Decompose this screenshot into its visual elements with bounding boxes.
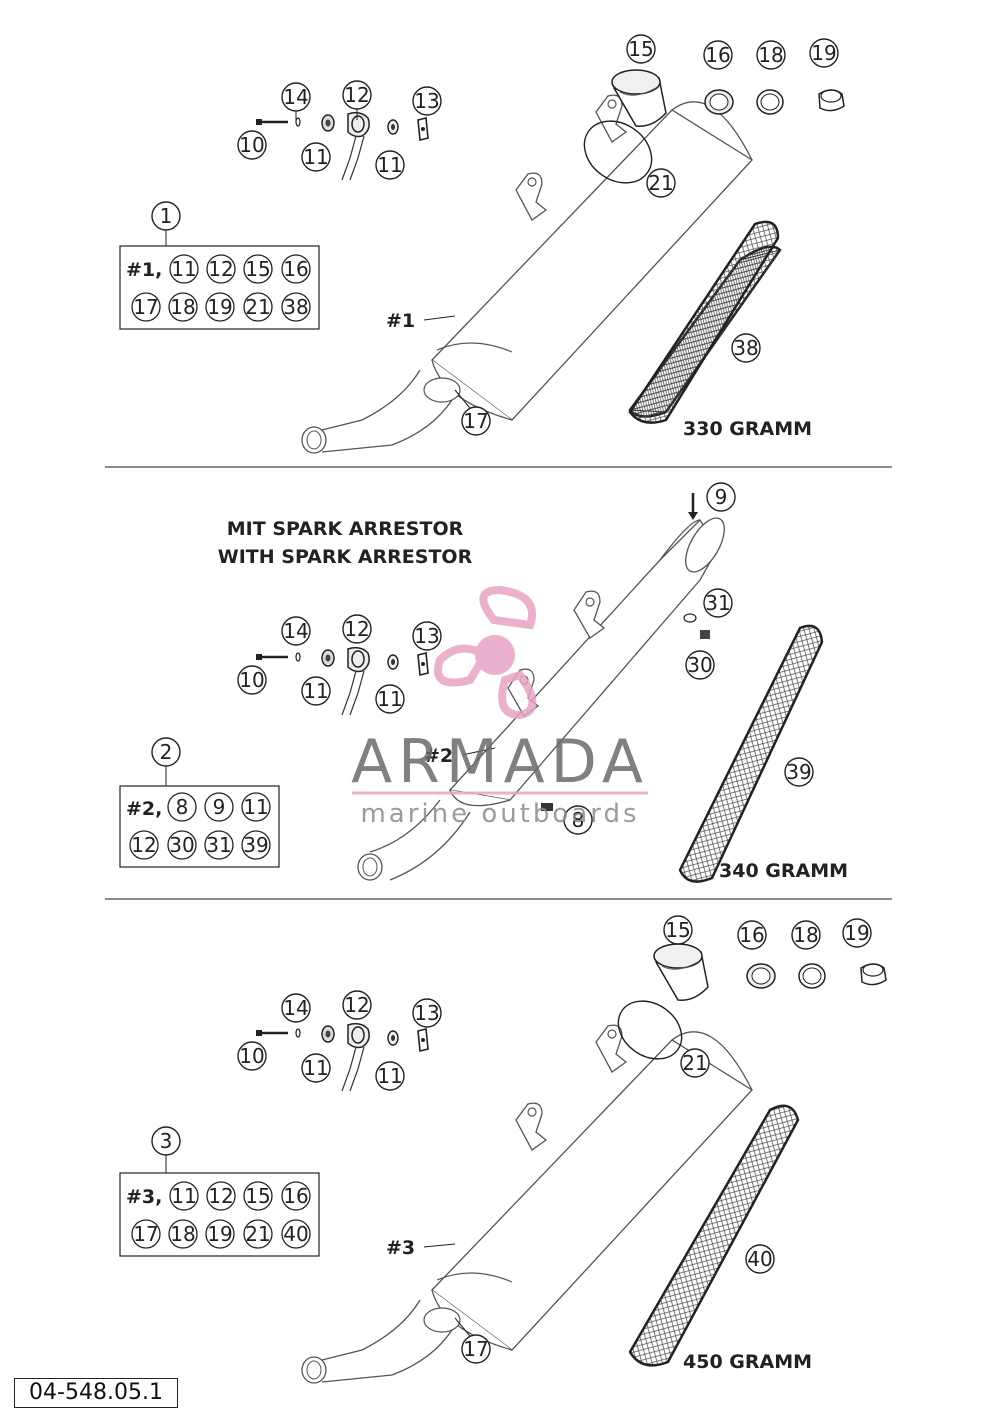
sealing-ring [583, 120, 653, 184]
svg-text:16: 16 [283, 1184, 308, 1208]
svg-text:39: 39 [243, 833, 268, 857]
packing-weight: 330 GRAMM [683, 418, 812, 440]
svg-text:18: 18 [170, 295, 195, 319]
svg-text:11: 11 [171, 257, 196, 281]
svg-text:8: 8 [176, 795, 189, 819]
kit-parts: 8 9 11 12 30 31 39 [129, 792, 271, 860]
callout-group: 10 14 11 12 11 13 15 16 18 19 21 17 40 [237, 915, 872, 1364]
svg-text:16: 16 [283, 257, 308, 281]
assembly-number: 3 [160, 1129, 173, 1153]
svg-text:13: 13 [414, 624, 439, 648]
svg-text:40: 40 [747, 1247, 772, 1271]
svg-text:21: 21 [245, 1222, 270, 1246]
callout: 11 [303, 145, 328, 169]
svg-text:11: 11 [303, 679, 328, 703]
callout: 11 [377, 153, 402, 177]
svg-text:12: 12 [208, 1184, 233, 1208]
kit-contents-box [119, 785, 280, 868]
callout: 18 [758, 43, 783, 67]
svg-text:11: 11 [243, 795, 268, 819]
svg-text:19: 19 [207, 295, 232, 319]
svg-text:10: 10 [239, 1044, 264, 1068]
svg-text:18: 18 [793, 923, 818, 947]
svg-text:8: 8 [572, 808, 585, 832]
svg-text:19: 19 [207, 1222, 232, 1246]
section-3-assembly: 10 14 11 12 11 13 15 16 18 19 21 17 40 #… [119, 915, 887, 1384]
watermark-title: ARMADA [351, 727, 649, 797]
assembly-number: 1 [160, 204, 173, 228]
svg-text:30: 30 [169, 833, 194, 857]
propeller-logo-icon [434, 585, 537, 720]
callout-group: 10 14 11 12 11 13 15 16 18 19 21 17 38 [237, 34, 839, 436]
callout: 21 [648, 171, 673, 195]
section-2-assembly: MIT SPARK ARRESTOR WITH SPARK ARRESTOR [119, 482, 848, 883]
callout: 38 [733, 336, 758, 360]
svg-text:12: 12 [131, 833, 156, 857]
svg-text:38: 38 [283, 295, 308, 319]
packing-sleeve [628, 1104, 800, 1367]
svg-text:9: 9 [715, 485, 728, 509]
svg-text:31: 31 [206, 833, 231, 857]
svg-text:19: 19 [844, 921, 869, 945]
heading-english: WITH SPARK ARRESTOR [218, 546, 473, 568]
kit-prefix: #2, [126, 798, 162, 820]
document-reference: 04-548.05.1 [29, 1380, 163, 1405]
packing-sleeve [628, 220, 780, 424]
svg-text:12: 12 [344, 617, 369, 641]
body-label: #2 [424, 745, 453, 767]
kit-prefix: #1, [126, 259, 162, 281]
callout: 16 [705, 43, 730, 67]
callout: 17 [463, 409, 488, 433]
svg-text:11: 11 [377, 1064, 402, 1088]
svg-text:11: 11 [303, 1056, 328, 1080]
document-reference-box: 04-548.05.1 [14, 1378, 178, 1408]
svg-text:9: 9 [213, 795, 226, 819]
svg-text:18: 18 [170, 1222, 195, 1246]
svg-text:17: 17 [133, 295, 158, 319]
svg-text:11: 11 [171, 1184, 196, 1208]
callout: 13 [414, 89, 439, 113]
svg-text:10: 10 [239, 668, 264, 692]
assembly-number: 2 [160, 740, 173, 764]
svg-text:12: 12 [208, 257, 233, 281]
kit-prefix: #3, [126, 1186, 162, 1208]
armada-watermark: ARMADA marine outboards [351, 585, 649, 829]
watermark-subtitle: marine outboards [360, 799, 639, 829]
svg-text:11: 11 [377, 687, 402, 711]
svg-text:15: 15 [245, 1184, 270, 1208]
section-1-assembly: 10 14 11 12 11 13 15 16 18 19 21 17 38 #… [119, 34, 845, 454]
kit-parts: 11 12 15 16 17 18 19 21 40 [131, 1181, 311, 1249]
svg-text:16: 16 [739, 923, 764, 947]
svg-text:40: 40 [283, 1222, 308, 1246]
svg-text:15: 15 [665, 918, 690, 942]
svg-text:31: 31 [705, 591, 730, 615]
spark-arrestor-muffler [357, 493, 725, 881]
heading-german: MIT SPARK ARRESTOR [227, 518, 464, 540]
kit-parts: 11 12 15 16 17 18 19 21 38 [131, 254, 311, 322]
sealing-ring [617, 1000, 683, 1060]
svg-text:12: 12 [344, 993, 369, 1017]
body-label: #3 [386, 1237, 415, 1259]
svg-text:21: 21 [245, 295, 270, 319]
packing-weight: 450 GRAMM [683, 1351, 812, 1373]
callout: 15 [628, 37, 653, 61]
svg-text:15: 15 [245, 257, 270, 281]
svg-text:14: 14 [283, 619, 308, 643]
svg-text:17: 17 [463, 1337, 488, 1361]
svg-text:17: 17 [133, 1222, 158, 1246]
svg-text:30: 30 [687, 653, 712, 677]
svg-text:14: 14 [283, 996, 308, 1020]
callout: 10 [239, 133, 264, 157]
callout: 12 [344, 83, 369, 107]
body-label: #1 [386, 310, 415, 332]
callout: 14 [283, 85, 308, 109]
packing-sleeve [678, 624, 824, 883]
svg-text:39: 39 [786, 760, 811, 784]
svg-text:13: 13 [414, 1001, 439, 1025]
packing-weight: 340 GRAMM [719, 860, 848, 882]
callout: 19 [811, 41, 836, 65]
callout-group: 10 14 11 12 11 13 9 31 30 8 39 [237, 482, 814, 835]
svg-text:21: 21 [682, 1051, 707, 1075]
